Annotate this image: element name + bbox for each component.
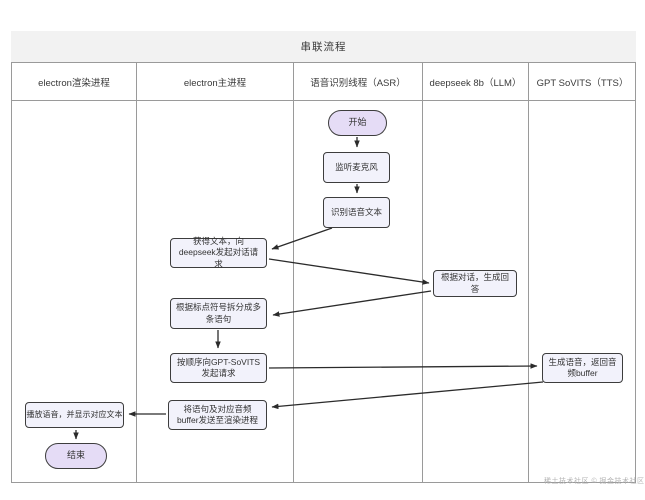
node-send-buffer: 将语句及对应音频buffer发送至渲染进程 [168, 400, 267, 430]
node-generate-answer: 根据对话，生成回答 [433, 270, 517, 297]
node-start: 开始 [328, 110, 387, 136]
lane-header-tts: GPT SoVITS（TTS） [536, 77, 629, 89]
lane-divider [528, 63, 529, 483]
header-separator [11, 100, 636, 101]
arrow-answer-to-split [272, 290, 432, 317]
lane-divider [293, 63, 294, 483]
node-recognize-text: 识别语音文本 [323, 197, 390, 228]
node-request-gpt-sovits: 按顺序向GPT-SoVITS发起请求 [170, 353, 267, 383]
lane-header-electron-renderer: electron渲染进程 [38, 77, 110, 89]
lane-header-llm: deepseek 8b（LLM） [429, 77, 522, 89]
lane-header-electron-main: electron主进程 [183, 77, 247, 89]
diagram-title: 串联流程 [11, 31, 636, 63]
node-generate-voice: 生成语音，返回音频buffer [542, 353, 623, 383]
lane-divider [422, 63, 423, 483]
arrow-gettext-to-answer [268, 258, 430, 285]
lane-divider [136, 63, 137, 483]
watermark-text: 稀土技术社区 © 掘金技术社区 [544, 478, 645, 485]
arrow-request-to-voice [268, 363, 538, 369]
arrow-voice-to-sendbuffer [271, 381, 544, 410]
arrow-recognize-to-gettext [271, 227, 333, 250]
node-listen-mic: 监听麦克风 [323, 152, 390, 183]
lane-header-asr: 语音识别线程（ASR） [310, 77, 406, 89]
node-end: 结束 [45, 443, 107, 469]
node-split-sentences: 根据标点符号拆分成多条语句 [170, 298, 267, 329]
node-get-text-request: 获得文本，向deepseek发起对话请求 [170, 236, 267, 269]
node-play-voice: 播放语音，并显示对应文本 [25, 402, 124, 428]
